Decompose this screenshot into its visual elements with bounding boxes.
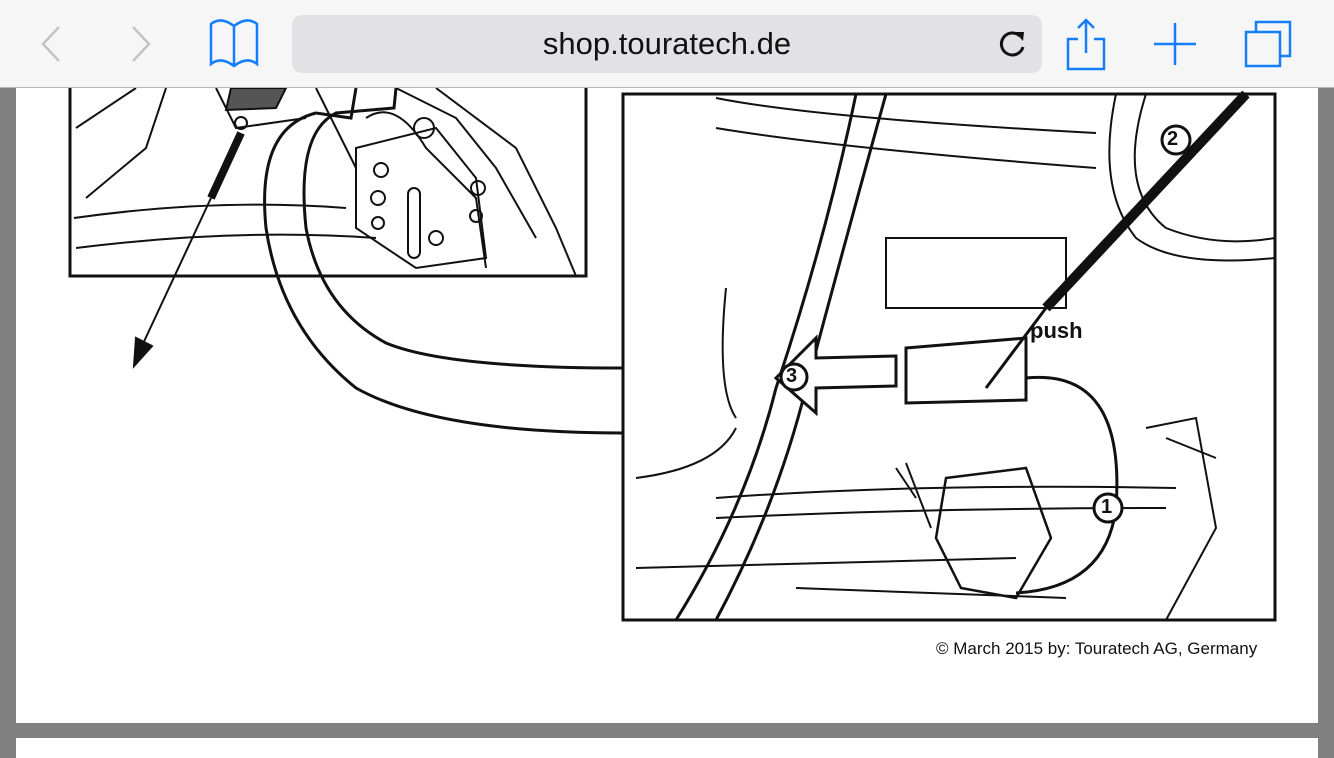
- installation-diagram: [68, 88, 1277, 622]
- address-bar[interactable]: shop.touratech.de: [292, 15, 1042, 73]
- callout-step-1: 1: [1101, 496, 1113, 518]
- next-pdf-page: [16, 738, 1318, 758]
- share-icon[interactable]: [1064, 18, 1108, 71]
- back-icon[interactable]: [38, 18, 64, 70]
- copyright-text: © March 2015 by: Touratech AG, Germany: [936, 639, 1258, 658]
- reload-icon[interactable]: [998, 28, 1028, 65]
- forward-icon[interactable]: [128, 18, 154, 70]
- callout-step-3: 3: [786, 365, 798, 387]
- tabs-icon[interactable]: [1242, 18, 1296, 70]
- url-text: shop.touratech.de: [542, 26, 792, 61]
- safari-toolbar: shop.touratech.de: [0, 0, 1334, 88]
- bookmarks-icon[interactable]: [206, 18, 262, 70]
- new-tab-icon[interactable]: [1152, 18, 1198, 70]
- pdf-page: 2 3 1 push © March 2015 by: Touratech AG…: [16, 88, 1318, 723]
- callout-push: push: [1030, 318, 1083, 343]
- callout-step-2: 2: [1167, 128, 1179, 150]
